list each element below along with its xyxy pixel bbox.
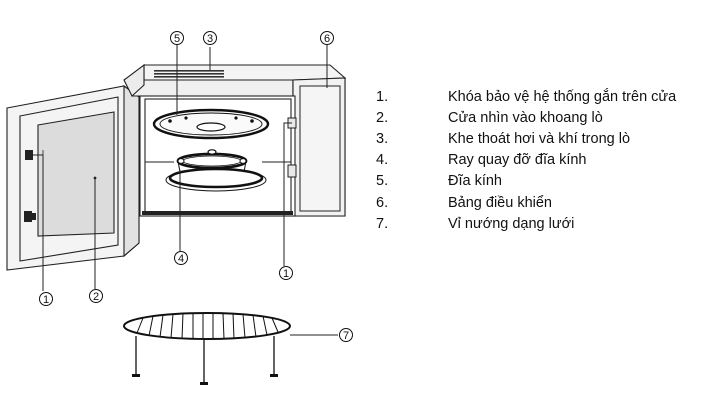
- callout-4-number: 4: [178, 253, 184, 265]
- door-latch-bottom: [24, 211, 32, 222]
- control-panel: [299, 85, 341, 212]
- legend-number: 6.: [376, 194, 389, 211]
- legend-label: Cửa nhìn vào khoang lò: [448, 109, 603, 126]
- legend-item: 7. Vỉ nướng dạng lưới: [376, 213, 706, 234]
- vent-slots: [154, 70, 224, 78]
- legend-label: Khóa bảo vệ hệ thống gắn trên cửa: [448, 88, 677, 105]
- callout-7-number: 7: [343, 330, 349, 342]
- legend-label: Khe thoát hơi và khí trong lò: [448, 130, 631, 147]
- callout-5-number: 5: [174, 33, 180, 45]
- legend-item: 5. Đĩa kính: [376, 171, 706, 192]
- legend-number: 1.: [376, 88, 389, 105]
- grill-rack: [123, 312, 291, 385]
- callout-6: 6: [320, 31, 334, 45]
- legend-item: 3. Khe thoát hơi và khí trong lò: [376, 128, 706, 149]
- legend-number: 3.: [376, 130, 389, 147]
- callout-lines: [29, 45, 338, 336]
- callout-5: 5: [170, 31, 184, 45]
- callout-dots: [27, 153, 97, 180]
- parts-legend: 1. Khóa bảo vệ hệ thống gắn trên cửa 2. …: [376, 86, 706, 234]
- oven-door: [6, 84, 140, 271]
- legend-label: Đĩa kính: [448, 173, 502, 190]
- callout-2: 2: [89, 289, 103, 303]
- callout-3: 3: [203, 31, 217, 45]
- callout-3-number: 3: [207, 33, 213, 45]
- callout-2-number: 2: [93, 291, 99, 303]
- callout-4: 4: [174, 251, 188, 265]
- callout-1-door-number: 1: [43, 294, 49, 306]
- callout-6-number: 6: [324, 33, 330, 45]
- glass-tray: [152, 108, 270, 140]
- legend-number: 4.: [376, 152, 389, 169]
- callout-7: 7: [339, 328, 353, 342]
- callout-1-frame-number: 1: [283, 268, 289, 280]
- door-window: [37, 111, 115, 237]
- callout-1-door: 1: [39, 292, 53, 306]
- legend-item: 1. Khóa bảo vệ hệ thống gắn trên cửa: [376, 86, 706, 107]
- legend-number: 2.: [376, 109, 389, 126]
- legend-item: 6. Bảng điều khiển: [376, 192, 706, 213]
- cavity-floor-base: [142, 211, 293, 215]
- callout-1-frame: 1: [279, 266, 293, 280]
- legend-label: Ray quay đỡ đĩa kính: [448, 152, 587, 169]
- legend-number: 7.: [376, 215, 389, 232]
- legend-label: Bảng điều khiển: [448, 194, 552, 211]
- legend-item: 2. Cửa nhìn vào khoang lò: [376, 107, 706, 128]
- roller-ring: [165, 149, 267, 192]
- legend-label: Vỉ nướng dạng lưới: [448, 215, 575, 232]
- legend-number: 5.: [376, 173, 389, 190]
- legend-item: 4. Ray quay đỡ đĩa kính: [376, 150, 706, 171]
